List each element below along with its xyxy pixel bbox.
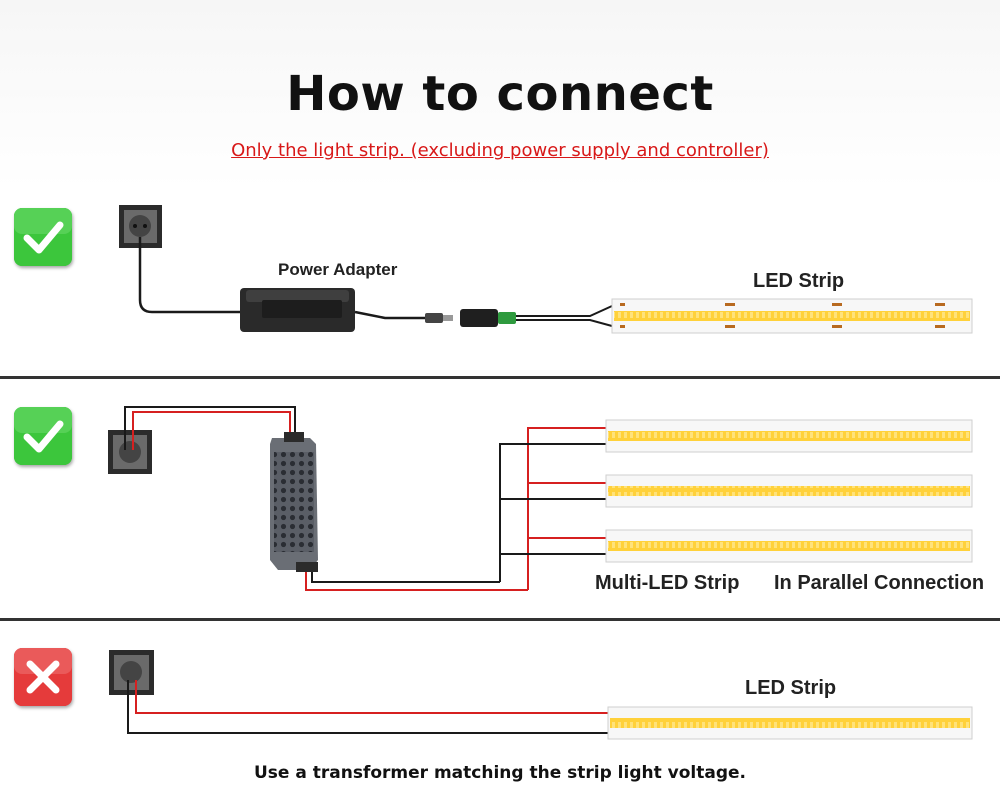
panel-divider-2 [0, 618, 1000, 621]
wall-socket [108, 430, 152, 474]
parallel-connection-label: In Parallel Connection [774, 572, 985, 594]
led-strip [605, 419, 973, 453]
dc-cable [354, 310, 425, 320]
led-strip [605, 474, 973, 508]
page-subtitle: Only the light strip. (excluding power s… [231, 140, 769, 161]
power-adapter-label: Power Adapter [278, 260, 398, 279]
page-title: How to connect [286, 66, 714, 122]
panel-divider-1 [0, 376, 1000, 379]
power-cord [138, 237, 240, 314]
checkmark-icon [14, 208, 72, 266]
led-strip [605, 529, 973, 563]
checkmark-icon [14, 407, 72, 465]
incorrect-badge [14, 648, 72, 706]
correct-badge [14, 208, 72, 266]
header: How to connect Only the light strip. (ex… [0, 0, 1000, 188]
power-adapter [240, 288, 355, 332]
led-strip [607, 706, 973, 740]
cross-icon [14, 648, 72, 706]
led-strip-label: LED Strip [753, 270, 845, 292]
led-strip-label: LED Strip [745, 677, 837, 699]
power-supply [270, 432, 318, 572]
multi-led-strip-label: Multi-LED Strip [595, 572, 740, 594]
correct-badge [14, 407, 72, 465]
wall-socket [109, 650, 154, 695]
dc-connector [425, 309, 516, 327]
footer-caption: Use a transformer matching the strip lig… [253, 763, 746, 783]
led-strip [611, 298, 973, 334]
